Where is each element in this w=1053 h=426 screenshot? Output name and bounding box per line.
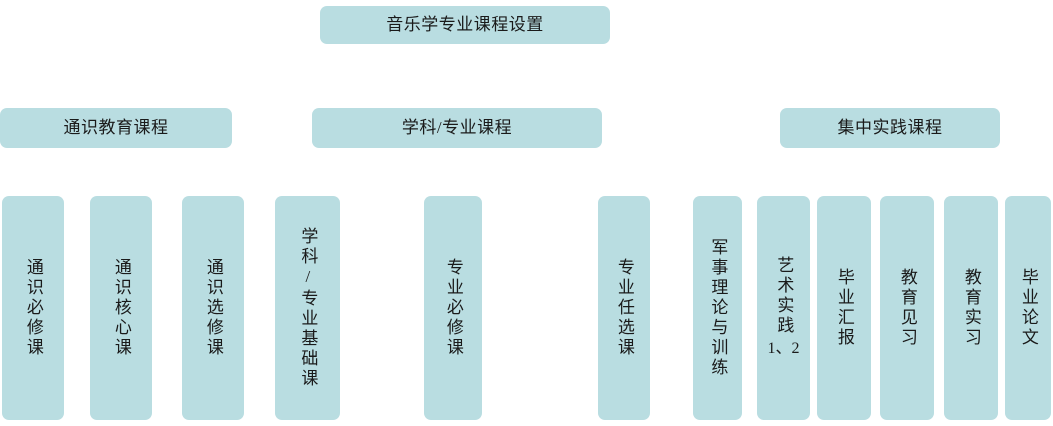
course-node-label: 教育实习 [961,268,981,348]
course-node-label: 通识必修课 [23,258,43,358]
course-node: 专业必修课 [424,196,482,420]
course-node: 通识必修课 [2,196,64,420]
course-node: 教育见习 [880,196,934,420]
course-node: 专业任选课 [598,196,650,420]
course-node: 毕业论文 [1005,196,1051,420]
course-node: 学科/专业基础课 [275,196,340,420]
diagram-title-node: 音乐学专业课程设置 [320,6,610,44]
course-node: 艺术实践 1、2 [757,196,810,420]
course-node: 通识选修课 [182,196,244,420]
course-node: 军事理论与训练 [693,196,742,420]
course-node-label: 教育见习 [897,268,917,348]
course-node-suffix: 1、2 [767,340,800,358]
course-node: 毕业汇报 [817,196,871,420]
course-node-label: 艺术实践 [774,256,794,337]
course-node-label: 通识选修课 [203,258,223,358]
course-node-label: 军事理论与训练 [708,238,728,378]
course-node-label: 毕业汇报 [834,268,854,348]
category-node: 通识教育课程 [0,108,232,148]
course-node-label: 学科/专业基础课 [298,227,318,389]
course-node: 通识核心课 [90,196,152,420]
course-node-label: 专业必修课 [443,258,463,358]
course-node: 教育实习 [944,196,998,420]
category-node: 集中实践课程 [780,108,1000,148]
course-node-label: 专业任选课 [614,258,634,358]
course-node-label: 毕业论文 [1018,268,1038,348]
course-node-label: 通识核心课 [111,258,131,358]
category-node: 学科/专业课程 [312,108,602,148]
